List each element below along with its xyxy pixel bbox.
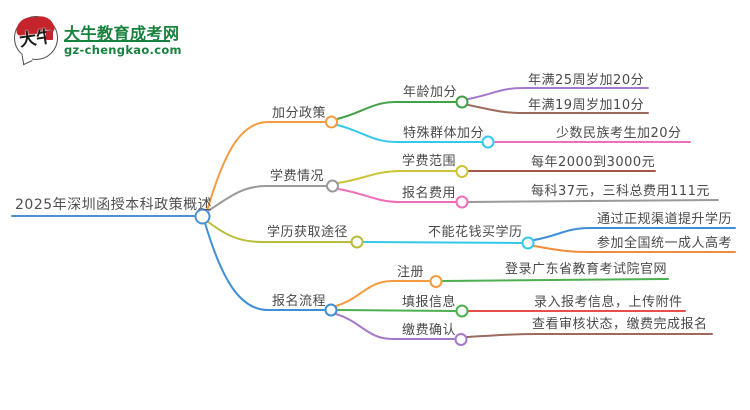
- special-group-circle: [481, 135, 495, 149]
- leaf-age-25-plus-20: 年满25周岁加20分: [528, 73, 645, 88]
- branch-registration-process: 报名流程: [272, 294, 327, 309]
- branch-bonus-policy: 加分政策: [272, 106, 327, 121]
- no-buy-circle: [521, 236, 535, 250]
- connector-degree-path: [206, 220, 352, 243]
- connector-fill-info: [337, 309, 456, 312]
- connector-tuition-range: [337, 170, 457, 184]
- connector-no-buy: [362, 241, 522, 244]
- tuition-circle: [326, 179, 339, 193]
- register-circle: [429, 275, 443, 288]
- connector-login-site: [442, 278, 669, 282]
- root-node-circle: [194, 208, 211, 225]
- site-name: 大牛教育成考网: [64, 24, 180, 43]
- process-circle: [324, 303, 338, 317]
- branch-tuition: 学费情况: [270, 169, 325, 184]
- logo-divider: [64, 40, 170, 42]
- connector-special-group: [336, 124, 482, 143]
- tuition-range-circle: [455, 165, 469, 178]
- node-tuition-range: 学费范围: [402, 154, 457, 169]
- connector-bonus-policy: [206, 121, 326, 212]
- connector-process: [204, 222, 325, 311]
- reg-fee-circle: [455, 195, 469, 209]
- node-register: 注册: [397, 265, 425, 280]
- age-bonus-circle: [455, 95, 469, 109]
- connector-tuition: [207, 185, 327, 212]
- logo-bubble-tail: [21, 50, 33, 66]
- node-age-bonus: 年龄加分: [403, 85, 458, 100]
- connector-reg-fee: [337, 188, 457, 203]
- pay-confirm-circle: [454, 333, 468, 346]
- node-registration-fee: 报名费用: [402, 186, 457, 201]
- node-cannot-buy-degree: 不能花钱买学历: [428, 225, 523, 240]
- node-special-group-bonus: 特殊群体加分: [403, 126, 485, 141]
- leaf-formal-channels: 通过正规渠道提升学历: [597, 212, 733, 227]
- leaf-age-19-plus-10: 年满19周岁加10分: [528, 98, 645, 113]
- connector-national-exam: [533, 245, 736, 253]
- node-payment-confirm: 缴费确认: [402, 323, 457, 338]
- connector-register: [335, 280, 430, 307]
- connector-check-status: [466, 333, 713, 338]
- branch-degree-acquisition: 学历获取途径: [267, 225, 349, 240]
- connector-pay-confirm: [335, 313, 455, 340]
- logo-icon: 大牛: [14, 15, 58, 66]
- fill-info-circle: [455, 304, 469, 318]
- leaf-tuition-2000-3000: 每年2000到3000元: [531, 155, 656, 170]
- logo-seal-icon: [46, 31, 53, 40]
- site-domain: gz-chengkao.com: [64, 43, 182, 57]
- site-logo: 大牛 大牛教育成考网 gz-chengkao.com: [14, 14, 244, 66]
- connector-formal-channel: [533, 227, 736, 241]
- node-fill-info: 填报信息: [402, 295, 457, 310]
- leaf-login-official-site: 登录广东省教育考试院官网: [505, 262, 668, 277]
- leaf-ethnic-minority-plus-20: 少数民族考生加20分: [556, 126, 682, 141]
- leaf-check-status-pay: 查看审核状态，缴费完成报名: [532, 317, 708, 332]
- root-topic: 2025年深圳函授本科政策概述: [15, 197, 213, 213]
- connector-age-bonus: [336, 101, 457, 120]
- leaf-national-exam: 参加全国统一成人高考: [597, 236, 733, 251]
- leaf-fee-37-per-subject: 每科37元，三科总费用111元: [531, 184, 710, 199]
- connector-age19: [467, 104, 649, 114]
- degree-path-circle: [350, 235, 364, 249]
- connector-age25: [467, 87, 649, 100]
- bonus-policy-circle: [325, 115, 338, 129]
- connector-fee-detail: [467, 199, 719, 203]
- leaf-enter-info-upload: 录入报考信息，上传附件: [534, 295, 683, 310]
